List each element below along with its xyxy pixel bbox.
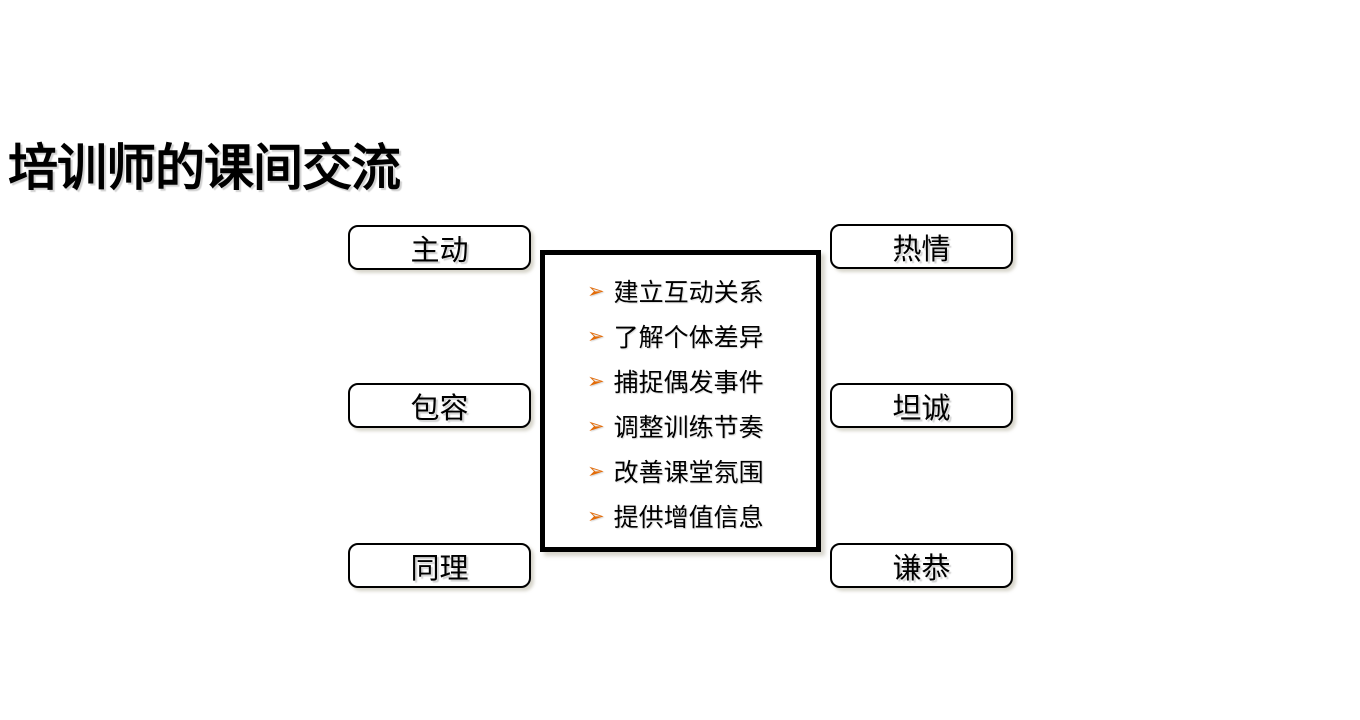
benefit-text: 提供增值信息: [613, 503, 764, 532]
trait-label: 包容: [410, 392, 469, 425]
arrowhead-bullet-icon: ➢: [587, 325, 605, 348]
benefit-item: ➢ 了解个体差异: [587, 313, 816, 358]
arrowhead-bullet-icon: ➢: [587, 505, 605, 528]
benefit-item: ➢ 改善课堂氛围: [587, 448, 816, 493]
trait-label: 同理: [410, 552, 469, 585]
trait-box-enthusiasm: 热情: [830, 224, 1013, 269]
benefit-text: 调整训练节奏: [613, 413, 764, 442]
trait-label: 坦诚: [892, 392, 951, 425]
arrowhead-bullet-icon: ➢: [587, 415, 605, 438]
benefit-list: ➢ 建立互动关系 ➢ 了解个体差异 ➢ 捕捉偶发事件 ➢ 调整训练节奏 ➢ 改善…: [545, 255, 816, 538]
benefit-text: 改善课堂氛围: [613, 458, 764, 487]
benefit-text: 捕捉偶发事件: [613, 368, 764, 397]
trait-box-humility: 谦恭: [830, 543, 1013, 588]
trait-box-tolerance: 包容: [348, 383, 531, 428]
slide-title: 培训师的课间交流: [8, 139, 401, 196]
benefit-item: ➢ 捕捉偶发事件: [587, 358, 816, 403]
trait-box-proactive: 主动: [348, 225, 531, 270]
trait-box-candor: 坦诚: [830, 383, 1013, 428]
benefit-item: ➢ 提供增值信息: [587, 493, 816, 538]
benefit-item: ➢ 建立互动关系: [587, 268, 816, 313]
benefit-text: 了解个体差异: [613, 323, 764, 352]
arrowhead-bullet-icon: ➢: [587, 460, 605, 483]
benefit-text: 建立互动关系: [613, 278, 764, 307]
arrowhead-bullet-icon: ➢: [587, 280, 605, 303]
center-benefits-box: ➢ 建立互动关系 ➢ 了解个体差异 ➢ 捕捉偶发事件 ➢ 调整训练节奏 ➢ 改善…: [540, 250, 821, 552]
trait-label: 谦恭: [892, 552, 951, 585]
trait-label: 主动: [410, 234, 469, 267]
benefit-item: ➢ 调整训练节奏: [587, 403, 816, 448]
trait-label: 热情: [892, 233, 951, 266]
arrowhead-bullet-icon: ➢: [587, 370, 605, 393]
trait-box-empathy: 同理: [348, 543, 531, 588]
